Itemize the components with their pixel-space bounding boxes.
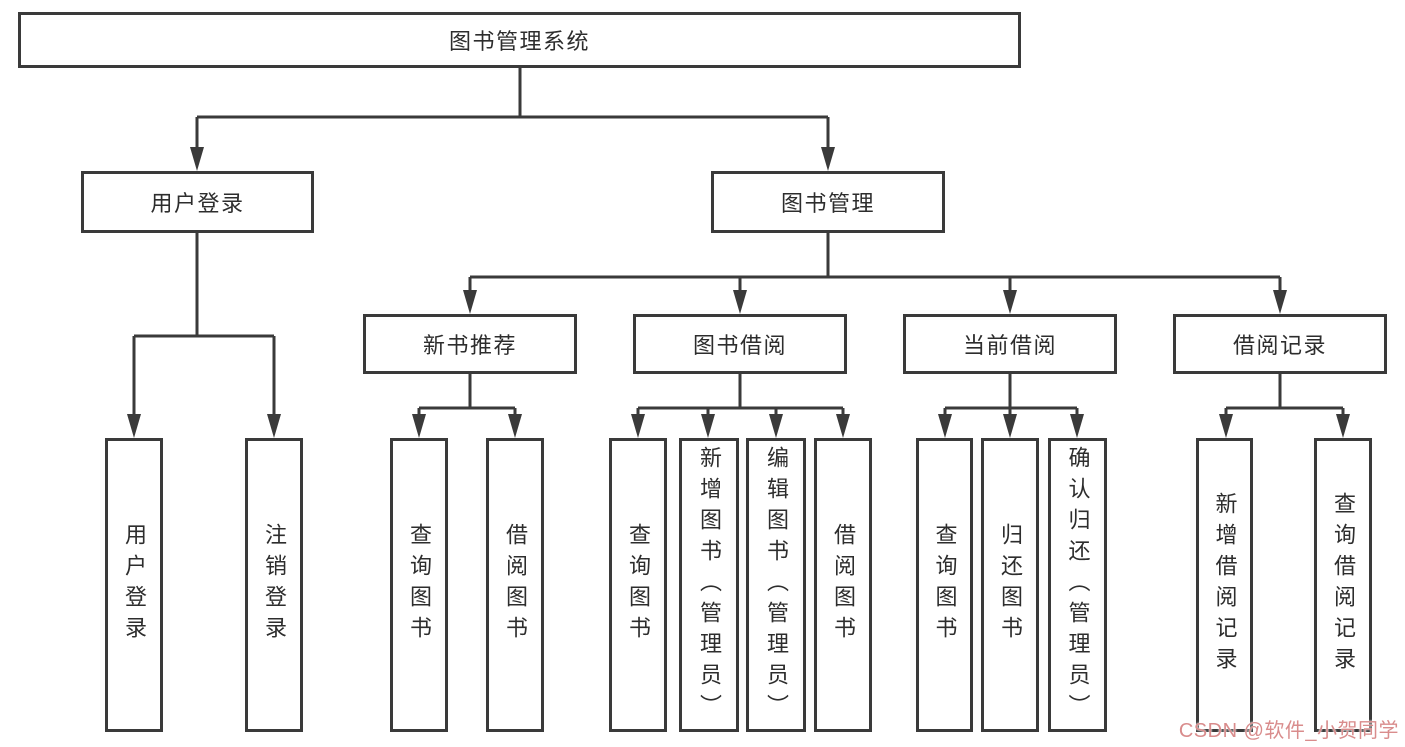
node-label: 图书管理 (780, 191, 875, 216)
leaf-label: 用户登录 (122, 523, 147, 647)
leaf-label: 确认归还（管理员） (1065, 445, 1091, 725)
csdn-watermark: CSDN @软件_小贺同学 (1178, 720, 1399, 742)
arrow-icon (631, 414, 645, 438)
arrow-icon (412, 414, 426, 438)
leaf-add-borrow-record: 新增借阅记录 (1196, 438, 1253, 732)
arrow-icon (508, 414, 522, 438)
node-label: 图书借阅 (692, 333, 787, 358)
leaf-borrow-books-recommend: 借阅图书 (486, 438, 544, 732)
node-book-management-branch: 图书管理 (711, 171, 945, 233)
arrow-icon (1219, 414, 1233, 438)
arrow-icon (769, 414, 783, 438)
leaf-add-book-admin: 新增图书（管理员） (679, 438, 739, 732)
leaf-label: 新增借阅记录 (1212, 492, 1238, 678)
node-root-label: 图书管理系统 (448, 29, 590, 54)
connector-lines (132, 68, 1345, 416)
arrow-icon (1273, 290, 1287, 314)
arrow-icon (190, 147, 204, 171)
leaf-borrow-books-borrowing: 借阅图书 (814, 438, 872, 732)
leaf-edit-book-admin: 编辑图书（管理员） (746, 438, 806, 732)
node-new-book-recommend: 新书推荐 (363, 314, 577, 374)
leaf-label: 注销登录 (262, 523, 287, 647)
arrow-icon (701, 414, 715, 438)
leaf-logout: 注销登录 (245, 438, 303, 732)
node-root-system: 图书管理系统 (18, 12, 1021, 68)
arrow-icon (938, 414, 952, 438)
arrow-icon (1336, 414, 1350, 438)
node-book-borrowing: 图书借阅 (633, 314, 847, 374)
leaf-return-book: 归还图书 (981, 438, 1039, 732)
leaf-confirm-return-admin: 确认归还（管理员） (1048, 438, 1107, 732)
arrow-icon (1003, 290, 1017, 314)
arrow-icon (821, 147, 835, 171)
node-label: 借阅记录 (1232, 333, 1327, 358)
arrow-icon (836, 414, 850, 438)
arrow-icon (267, 414, 281, 438)
arrow-icon (1003, 414, 1017, 438)
leaf-query-books-recommend: 查询图书 (390, 438, 448, 732)
leaf-label: 编辑图书（管理员） (764, 445, 789, 725)
node-label: 当前借阅 (962, 333, 1057, 358)
leaf-label: 借阅图书 (831, 523, 856, 647)
node-label: 用户登录 (150, 191, 245, 216)
leaf-label: 新增图书（管理员） (697, 445, 722, 725)
leaf-label: 查询图书 (932, 523, 958, 647)
leaf-query-books-current: 查询图书 (916, 438, 973, 732)
arrow-icon (463, 290, 477, 314)
arrow-icon (733, 290, 747, 314)
arrow-icon (127, 414, 141, 438)
leaf-label: 借阅图书 (503, 523, 528, 647)
node-current-borrowing: 当前借阅 (903, 314, 1117, 374)
node-label: 新书推荐 (422, 333, 517, 358)
leaf-label: 查询借阅记录 (1331, 492, 1356, 678)
leaf-query-books-borrowing: 查询图书 (609, 438, 667, 732)
leaf-label: 查询图书 (626, 523, 651, 647)
node-user-login-branch: 用户登录 (81, 171, 314, 233)
leaf-label: 查询图书 (407, 523, 432, 647)
node-borrow-records: 借阅记录 (1173, 314, 1387, 374)
leaf-query-borrow-record: 查询借阅记录 (1314, 438, 1372, 732)
leaf-user-login: 用户登录 (105, 438, 163, 732)
arrow-icon (1070, 414, 1084, 438)
arrowheads (127, 147, 1350, 438)
leaf-label: 归还图书 (998, 523, 1023, 647)
